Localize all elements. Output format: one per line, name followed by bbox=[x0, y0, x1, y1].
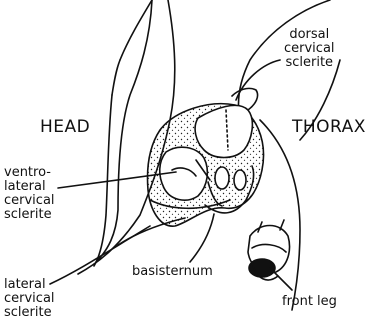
label-basisternum: basisternum bbox=[132, 265, 213, 279]
leader-basisternum bbox=[190, 214, 214, 262]
label-head: HEAD bbox=[40, 118, 90, 136]
label-thorax: THORAX bbox=[292, 118, 366, 136]
label-front-leg: front leg bbox=[282, 295, 337, 309]
label-ventrolateral-cervical-sclerite: ventro- lateral cervical sclerite bbox=[4, 166, 55, 222]
label-lateral-cervical-sclerite: lateral cervical sclerite bbox=[4, 278, 55, 320]
head-inner-outline bbox=[96, 0, 152, 262]
label-dorsal-cervical-sclerite: dorsal cervical sclerite bbox=[284, 28, 335, 70]
thorax-lower-outline bbox=[260, 120, 300, 310]
